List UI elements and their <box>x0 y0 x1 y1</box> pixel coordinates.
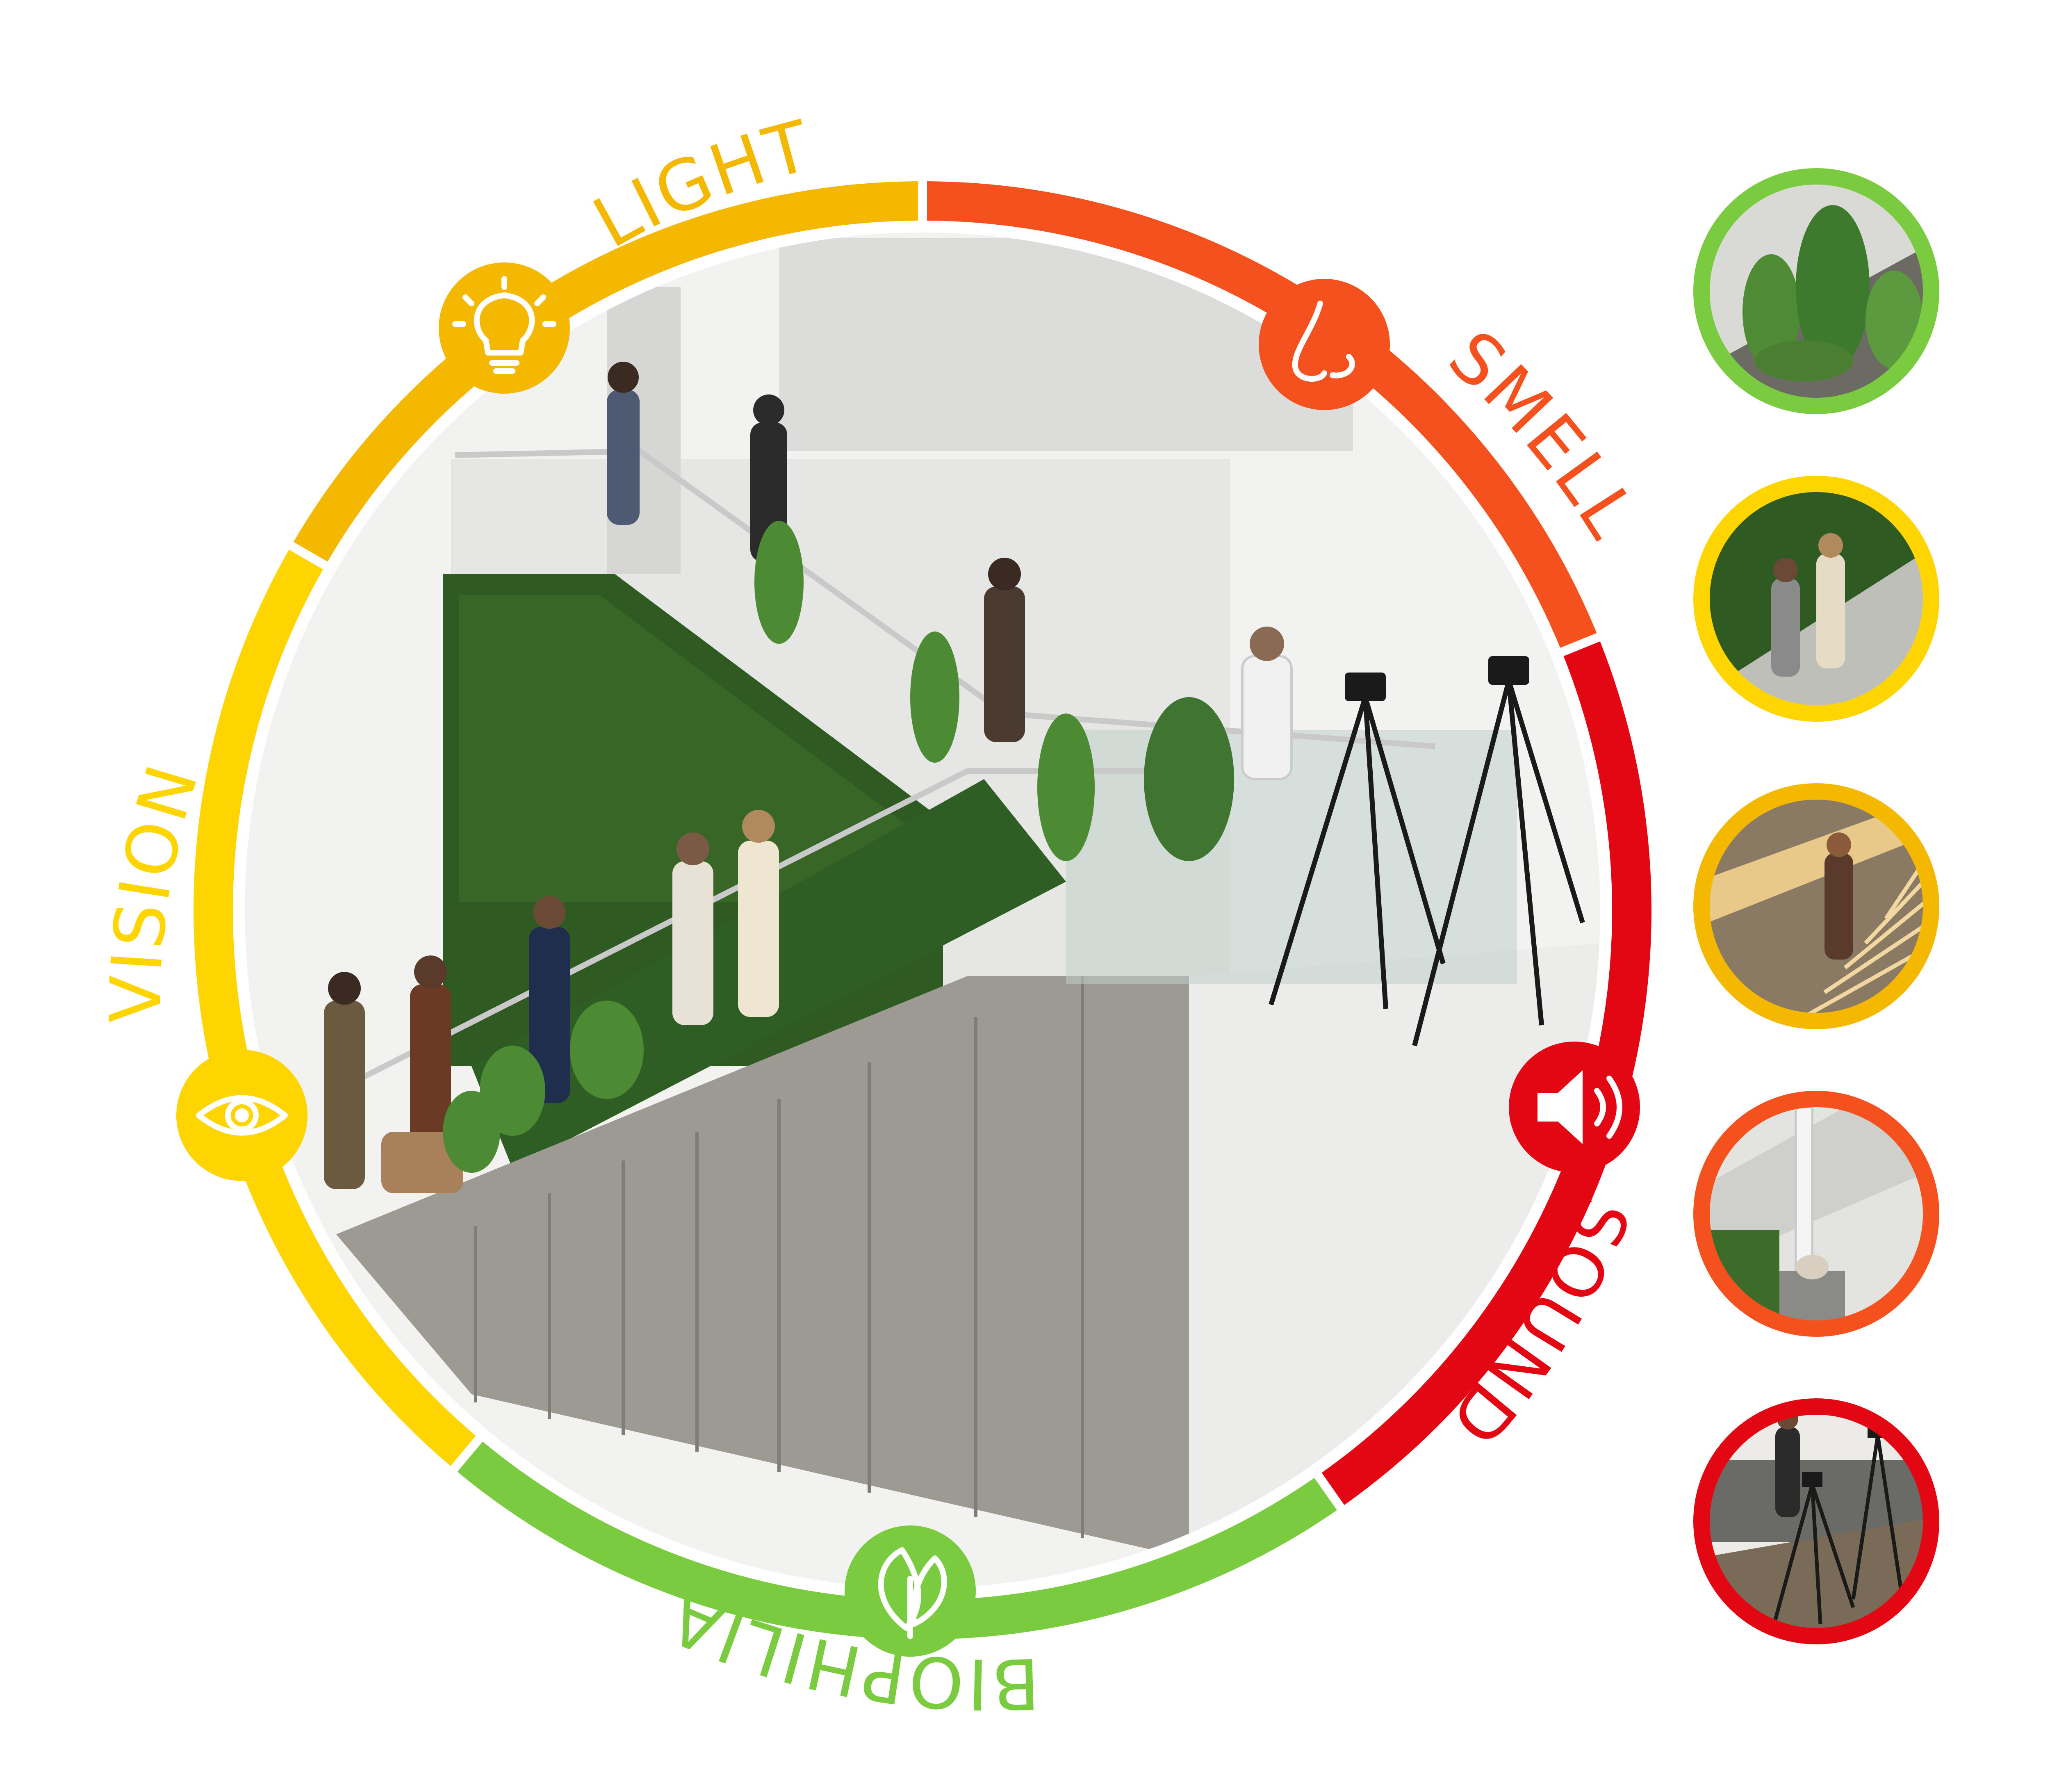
nose-icon <box>1292 301 1355 382</box>
speaker-badge <box>1509 1042 1640 1173</box>
tripods <box>1269 680 1585 1046</box>
cameras <box>1345 656 1529 701</box>
ring-gap <box>281 537 335 574</box>
thumbnail-biophilia <box>1693 168 1939 414</box>
speaker-icon <box>1538 1070 1622 1144</box>
eye-badge <box>176 1050 308 1181</box>
people <box>324 362 1293 1193</box>
green-wall-highlight <box>459 595 922 902</box>
ring-segment-vision <box>194 546 479 1469</box>
thumbnail-light <box>1693 783 1939 1029</box>
lightbulb-icon <box>452 276 556 374</box>
thumbnail-smell <box>1693 1091 1939 1337</box>
thumbnail-border <box>1693 1091 1939 1337</box>
stair-plants <box>443 521 1234 1173</box>
thumbnail-sound <box>1693 1398 1939 1644</box>
ring-gap <box>444 1429 489 1479</box>
nose-badge <box>1259 279 1390 410</box>
thumbnail-vision <box>1693 476 1939 722</box>
leaf-badge <box>845 1525 976 1657</box>
ring-gaps <box>281 172 1609 1518</box>
panel-seams <box>474 976 1084 1538</box>
ring-segment-light <box>291 181 923 566</box>
thumbnail-border <box>1693 783 1939 1029</box>
thumbnail-border <box>1693 1398 1939 1644</box>
thumbnail-border <box>1693 168 1939 414</box>
ring-gap <box>1552 629 1609 660</box>
thumbnail-border <box>1693 476 1939 722</box>
eye-icon <box>196 1095 288 1136</box>
ring-gap <box>1309 1465 1350 1518</box>
lightbulb-badge <box>439 262 570 394</box>
leaf-icon <box>878 1547 947 1639</box>
